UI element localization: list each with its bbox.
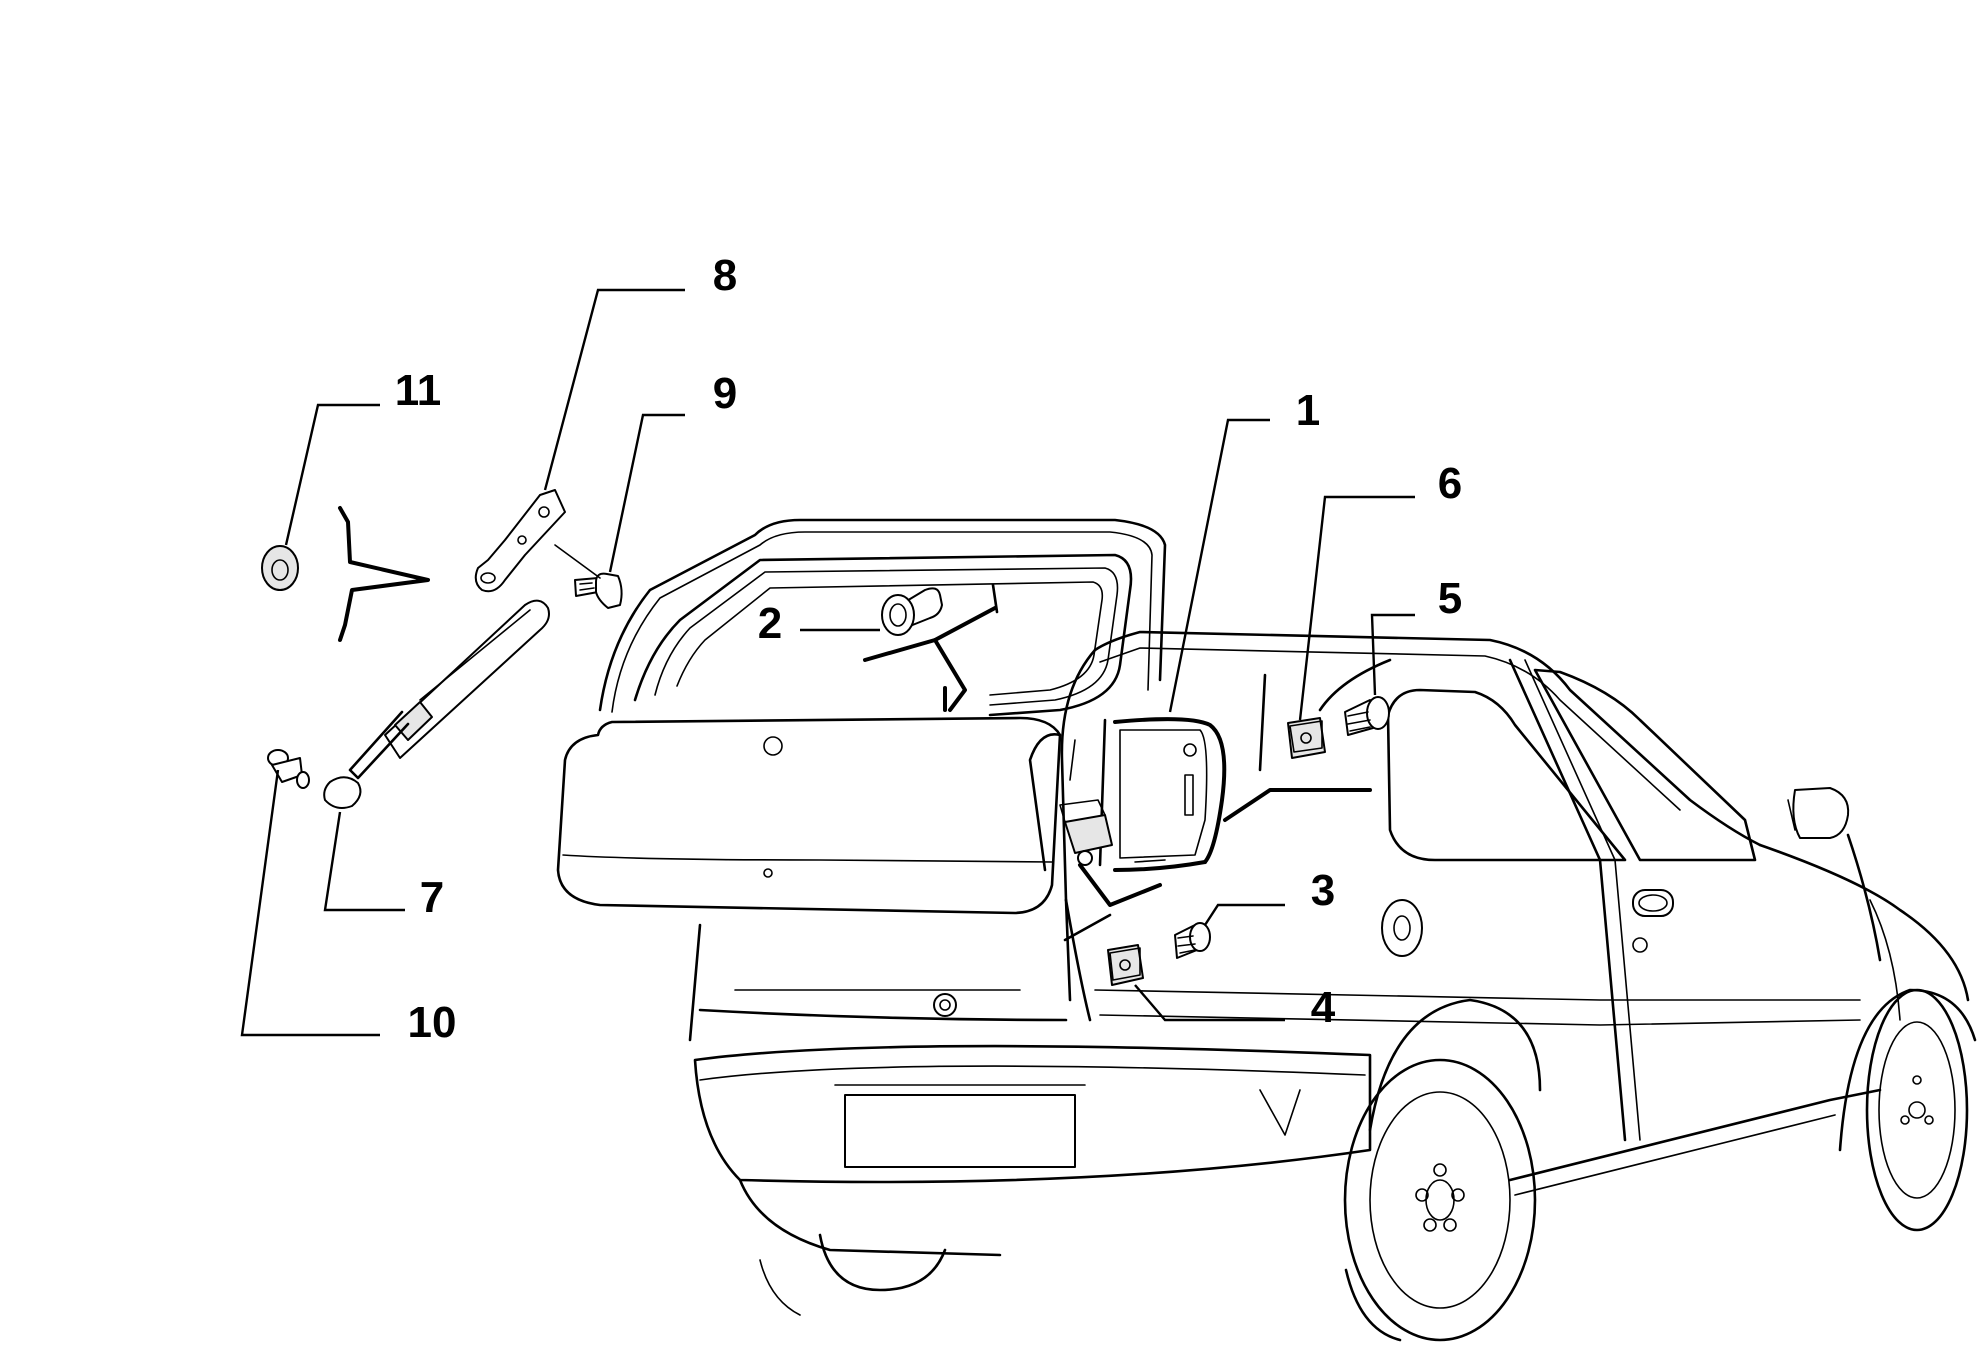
- part-5-screw: [1344, 696, 1390, 736]
- part-3-screw: [1174, 922, 1211, 959]
- callout-6: 6: [1438, 459, 1462, 508]
- callout-10: 10: [408, 998, 457, 1047]
- part-2-pin: [863, 583, 999, 712]
- callout-5: 5: [1438, 574, 1462, 623]
- part-9-bolt: [554, 544, 623, 609]
- latch-component: [1059, 673, 1372, 942]
- callout-labels: 1 2 3 4 5 6 7 8 9 10 11: [395, 251, 1463, 1047]
- callout-11: 11: [395, 366, 442, 415]
- callout-7: 7: [420, 873, 444, 922]
- part-4-clip-nut: [1107, 944, 1144, 986]
- mounting-bracket-symbol: [338, 506, 430, 642]
- callout-9: 9: [713, 369, 737, 418]
- callout-1: 1: [1296, 386, 1320, 435]
- callout-4: 4: [1311, 983, 1336, 1032]
- callout-8: 8: [713, 251, 737, 300]
- part-1-trim-seal: [1098, 717, 1227, 872]
- part-8-hinge-bracket: [474, 489, 566, 593]
- tailgate-assembly: [556, 518, 1167, 915]
- part-11-washer: [261, 545, 299, 591]
- part-6-clip-nut: [1287, 717, 1326, 759]
- leader-lines: [240, 288, 1415, 1037]
- car-body: [688, 630, 1977, 1342]
- callout-2: 2: [758, 599, 782, 648]
- callout-3: 3: [1311, 866, 1335, 915]
- part-7-gas-strut: [323, 599, 550, 809]
- part-10-stud: [267, 749, 310, 789]
